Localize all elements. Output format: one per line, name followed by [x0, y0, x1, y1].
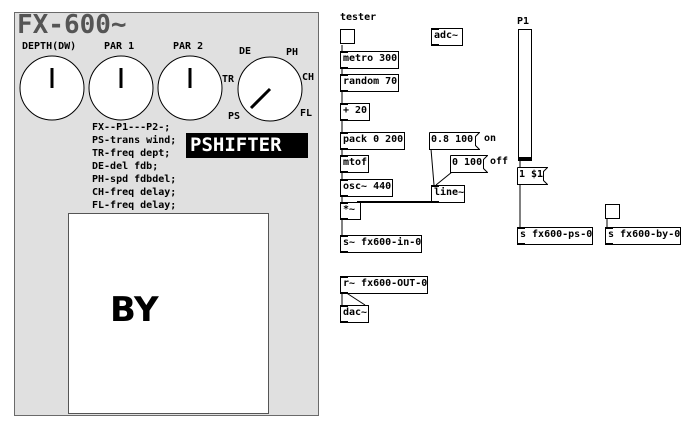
msg-dollar-text: 1 $1 [519, 169, 544, 180]
mode-label-tr: TR [222, 74, 235, 85]
by-bang[interactable] [605, 204, 620, 219]
knob-layer [19, 55, 303, 122]
mtof-object[interactable]: mtof [340, 155, 369, 173]
knob-depth[interactable] [19, 55, 85, 121]
p1-slider-handle[interactable] [519, 157, 531, 160]
send-in-object[interactable]: s~ fx600-in-0 [340, 235, 422, 253]
msg-on[interactable]: 0.8 100 [429, 132, 480, 150]
receive-out-object[interactable]: r~ fx600-OUT-0 [340, 276, 428, 294]
msg-off[interactable]: 0 100 [450, 155, 488, 173]
mode-label-ch: CH [302, 72, 315, 83]
desc-line-2: PS-trans wind; [92, 135, 177, 146]
plus-object[interactable]: + 20 [340, 103, 370, 121]
metro-object[interactable]: metro 300 [340, 51, 399, 69]
send-ps-object[interactable]: s fx600-ps-0 [517, 227, 593, 245]
msg-off-text: 0 100 [452, 157, 483, 168]
dac-object[interactable]: dac~ [340, 305, 369, 323]
desc-line-4: DE-del fdb; [92, 161, 159, 172]
mode-label-ph: PH [286, 47, 299, 58]
line-object[interactable]: line~ [431, 185, 465, 203]
desc-line-6: CH-freq delay; [92, 187, 177, 198]
desc-line-3: TR-freq dept; [92, 148, 171, 159]
knob-label-depth: DEPTH(DW) [22, 41, 77, 52]
panel-title: FX-600~ [17, 10, 127, 40]
knob-label-par1: PAR 1 [104, 41, 135, 52]
mode-label-de: DE [239, 46, 252, 57]
osc-object[interactable]: osc~ 440 [340, 179, 393, 197]
mult-object[interactable]: *~ [340, 202, 361, 220]
msg-dollar[interactable]: 1 $1 [517, 167, 548, 185]
bypass-toggle[interactable] [68, 213, 269, 414]
p1-slider[interactable] [518, 29, 532, 161]
pack-object[interactable]: pack 0 200 [340, 132, 405, 150]
msg-on-text: 0.8 100 [431, 134, 474, 145]
p1-label: P1 [517, 16, 530, 27]
mode-label-fl: FL [300, 108, 313, 119]
desc-line-5: PH-spd fdbdel; [92, 174, 177, 185]
desc-line-1: FX--P1---P2-; [92, 122, 171, 133]
off-label: off [490, 156, 509, 167]
adc-object[interactable]: adc~ [431, 28, 463, 46]
on-label: on [484, 133, 497, 144]
knob-par2[interactable] [157, 55, 223, 121]
tester-label: tester [340, 12, 377, 23]
desc-line-7: FL-freq delay; [92, 200, 177, 211]
send-by-object[interactable]: s fx600-by-0 [605, 227, 681, 245]
tester-bang[interactable] [340, 29, 355, 44]
knob-label-par2: PAR 2 [173, 41, 204, 52]
bypass-label: BY [110, 290, 159, 330]
knob-mode-selector[interactable] [237, 56, 303, 122]
knob-par1[interactable] [88, 55, 154, 121]
mode-badge: PSHIFTER [186, 133, 308, 158]
mode-label-ps: PS [228, 111, 241, 122]
random-object[interactable]: random 70 [340, 74, 399, 92]
